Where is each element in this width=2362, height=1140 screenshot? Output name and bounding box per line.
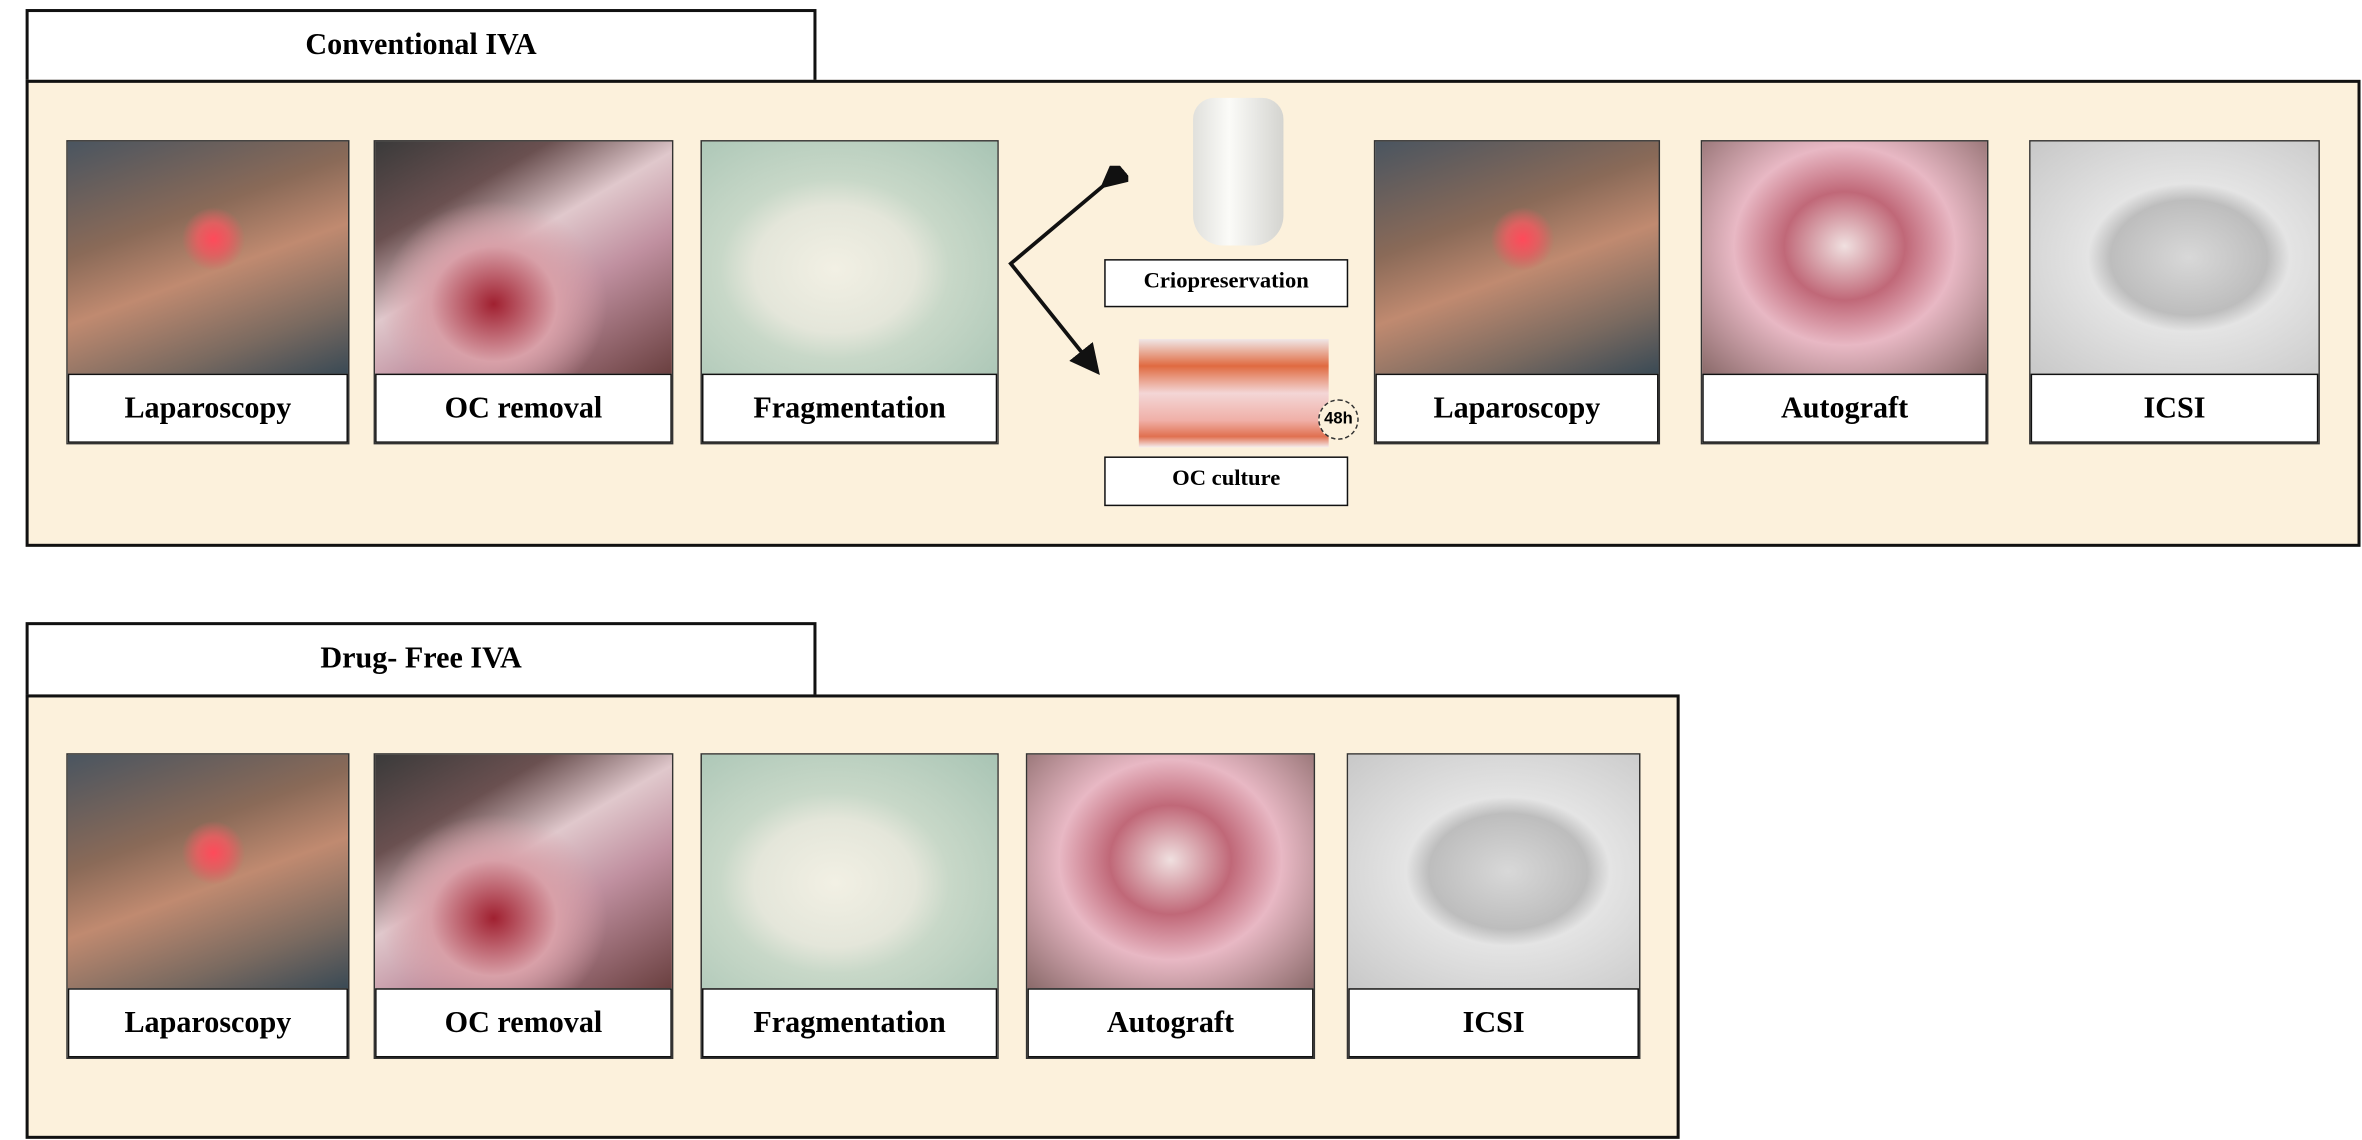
step-icsi: ICSI xyxy=(2029,140,2320,445)
laparoscopy-photo xyxy=(67,754,348,989)
step-label: Fragmentation xyxy=(701,373,998,443)
laparoscopy-photo xyxy=(1375,141,1659,374)
autograft-photo xyxy=(1027,754,1314,989)
step-autograft: Autograft xyxy=(1025,753,1316,1059)
step-label: ICSI xyxy=(1348,988,1639,1058)
drug-free-iva-title: Drug- Free IVA xyxy=(25,622,817,698)
oc-removal-photo xyxy=(375,141,672,374)
icsi-photo xyxy=(1348,754,1639,989)
step-icsi: ICSI xyxy=(1346,753,1641,1059)
step-oc-removal: OC removal xyxy=(373,140,674,445)
cryo-tank-image xyxy=(1193,97,1284,246)
step-label: OC removal xyxy=(375,373,672,443)
autograft-photo xyxy=(1702,141,1987,374)
step-label: Autograft xyxy=(1027,988,1314,1058)
conventional-iva-title: Conventional IVA xyxy=(25,9,817,83)
step-label: Fragmentation xyxy=(701,988,998,1058)
branch-arrows xyxy=(1008,165,1129,375)
step-laparoscopy: Laparoscopy xyxy=(66,140,350,445)
step-label: OC removal xyxy=(375,988,672,1058)
laparoscopy-photo xyxy=(67,141,348,374)
step-autograft: Autograft xyxy=(1700,140,1989,445)
fragmentation-photo xyxy=(701,141,998,374)
step-oc-removal: OC removal xyxy=(373,753,674,1059)
step-label: Laparoscopy xyxy=(67,373,348,443)
48h-clock-icon: 48h xyxy=(1318,399,1359,440)
criopreservation-label: Criopreservation xyxy=(1104,259,1349,308)
icsi-photo xyxy=(2030,141,2319,374)
step-fragmentation: Fragmentation xyxy=(700,753,999,1059)
drug-free-iva-panel: Laparoscopy OC removal Fragmentation Aut… xyxy=(25,694,1680,1139)
step-fragmentation: Fragmentation xyxy=(700,140,999,445)
step-label: Laparoscopy xyxy=(1375,373,1659,443)
fragmentation-photo xyxy=(701,754,998,989)
oc-culture-image xyxy=(1138,338,1329,448)
oc-removal-photo xyxy=(375,754,672,989)
step-label: ICSI xyxy=(2030,373,2319,443)
step-laparoscopy: Laparoscopy xyxy=(66,753,350,1059)
oc-culture-label: OC culture xyxy=(1104,456,1349,507)
step-laparoscopy-2: Laparoscopy xyxy=(1373,140,1661,445)
conventional-iva-panel: Laparoscopy OC removal Fragmentation Cri… xyxy=(25,79,2361,547)
step-label: Laparoscopy xyxy=(67,988,348,1058)
step-label: Autograft xyxy=(1702,373,1987,443)
